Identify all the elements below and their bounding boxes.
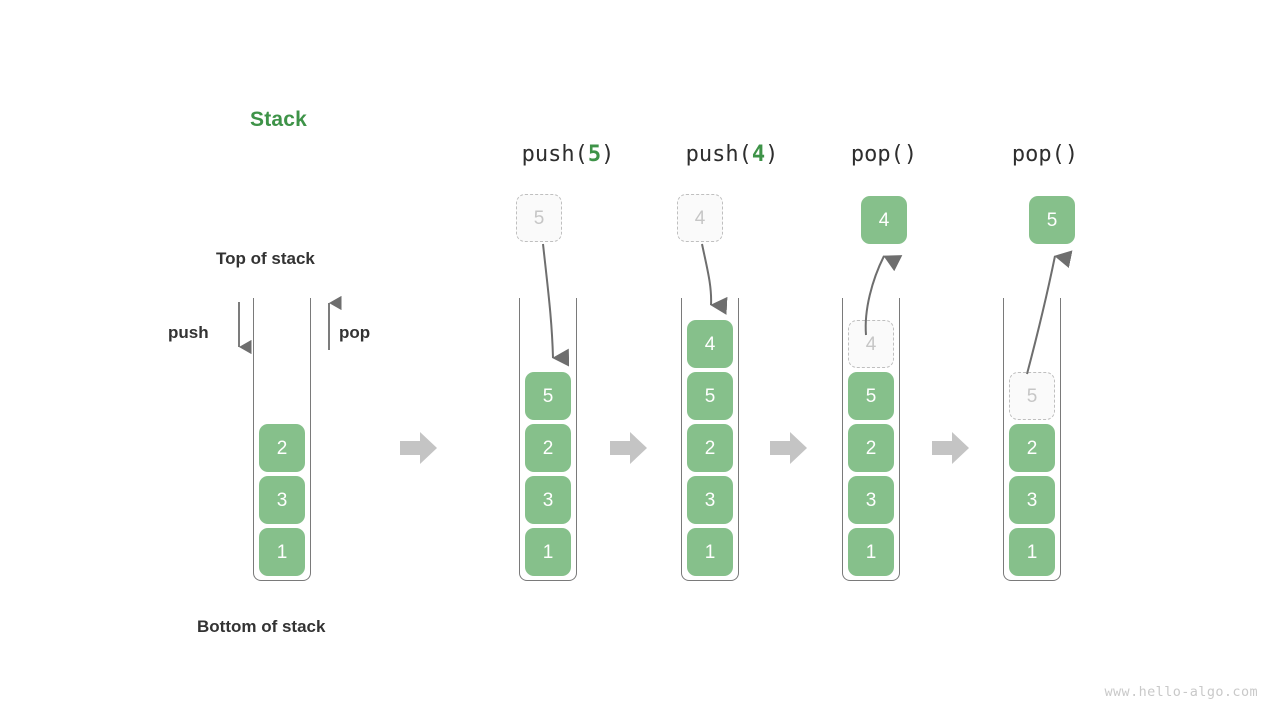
stack-cell: 2 [525, 424, 571, 472]
op-header-suffix: ) [601, 142, 615, 167]
cell-value: 1 [865, 541, 877, 563]
stack-cell: 2 [848, 424, 894, 472]
cell-value: 5 [1026, 385, 1038, 407]
stack-cell: 3 [1009, 476, 1055, 524]
cell-value: 3 [865, 489, 877, 511]
flow-arrow-icon [610, 431, 648, 465]
cell-value: 2 [276, 437, 288, 459]
cell-value: 5 [704, 385, 716, 407]
cell-value: 3 [1026, 489, 1038, 511]
op-header-suffix: ) [765, 142, 779, 167]
stack-cell: 1 [259, 528, 305, 576]
op-header-prefix: pop( [1011, 142, 1065, 167]
bottom-of-stack-label: Bottom of stack [197, 617, 326, 636]
cell-value: 5 [542, 385, 554, 407]
cell-value: 3 [542, 489, 554, 511]
cell-value: 1 [542, 541, 554, 563]
cell-value: 5 [865, 385, 877, 407]
flow-arrow-icon [770, 431, 808, 465]
cell-value: 4 [704, 333, 716, 355]
floating-cell: 4 [677, 194, 723, 242]
cell-value: 3 [276, 489, 288, 511]
op-header-pop-2: pop() [1012, 142, 1078, 167]
stack-tube [253, 298, 311, 581]
cell-value: 2 [865, 437, 877, 459]
cell-value: 3 [704, 489, 716, 511]
op-header-pop-1: pop() [851, 142, 917, 167]
stack-tube [681, 298, 739, 581]
stack-cell: 1 [525, 528, 571, 576]
floating-cell: 5 [1029, 196, 1075, 244]
flow-arrow-icon [400, 431, 438, 465]
flow-arrow-icon [932, 431, 970, 465]
stack-cell: 1 [848, 528, 894, 576]
top-of-stack-label: Top of stack [216, 249, 315, 268]
stack-cell: 3 [687, 476, 733, 524]
op-header-push-4: push(4) [686, 142, 779, 167]
stack-tube [519, 298, 577, 581]
cell-value: 4 [878, 209, 890, 231]
stack-tube [1003, 298, 1061, 581]
stack-cell: 3 [525, 476, 571, 524]
cell-value: 4 [694, 207, 706, 229]
floating-cell: 5 [516, 194, 562, 242]
cell-value: 1 [704, 541, 716, 563]
stack-cell: 2 [259, 424, 305, 472]
pop-label: pop [339, 323, 371, 342]
cell-value: 4 [865, 333, 877, 355]
op-header-prefix: push( [685, 142, 752, 167]
op-header-prefix: push( [521, 142, 588, 167]
op-header-prefix: pop( [850, 142, 904, 167]
stack-cell: 5 [848, 372, 894, 420]
stack-cell: 1 [687, 528, 733, 576]
stack-cell: 5 [525, 372, 571, 420]
op-header-arg: 5 [587, 142, 602, 167]
op-header-arg: 4 [751, 142, 766, 167]
stack-tube [842, 298, 900, 581]
stack-cell: 4 [848, 320, 894, 368]
floating-cell: 4 [861, 196, 907, 244]
stack-cell: 4 [687, 320, 733, 368]
op-header-suffix: ) [1064, 142, 1079, 167]
stack-cell: 5 [1009, 372, 1055, 420]
cell-value: 1 [276, 541, 288, 563]
stack-cell: 2 [1009, 424, 1055, 472]
push-label: push [168, 323, 209, 342]
cell-value: 5 [1046, 209, 1058, 231]
stack-cell: 1 [1009, 528, 1055, 576]
stack-cell: 5 [687, 372, 733, 420]
cell-value: 2 [542, 437, 554, 459]
stack-cell: 3 [259, 476, 305, 524]
stack-cell: 2 [687, 424, 733, 472]
cell-value: 1 [1026, 541, 1038, 563]
watermark: www.hello-algo.com [1104, 684, 1258, 700]
cell-value: 5 [533, 207, 545, 229]
stack-cell: 3 [848, 476, 894, 524]
page-title: Stack [250, 108, 308, 131]
op-header-suffix: ) [903, 142, 918, 167]
op-header-push-5: push(5) [522, 142, 615, 167]
cell-value: 2 [704, 437, 716, 459]
cell-value: 2 [1026, 437, 1038, 459]
